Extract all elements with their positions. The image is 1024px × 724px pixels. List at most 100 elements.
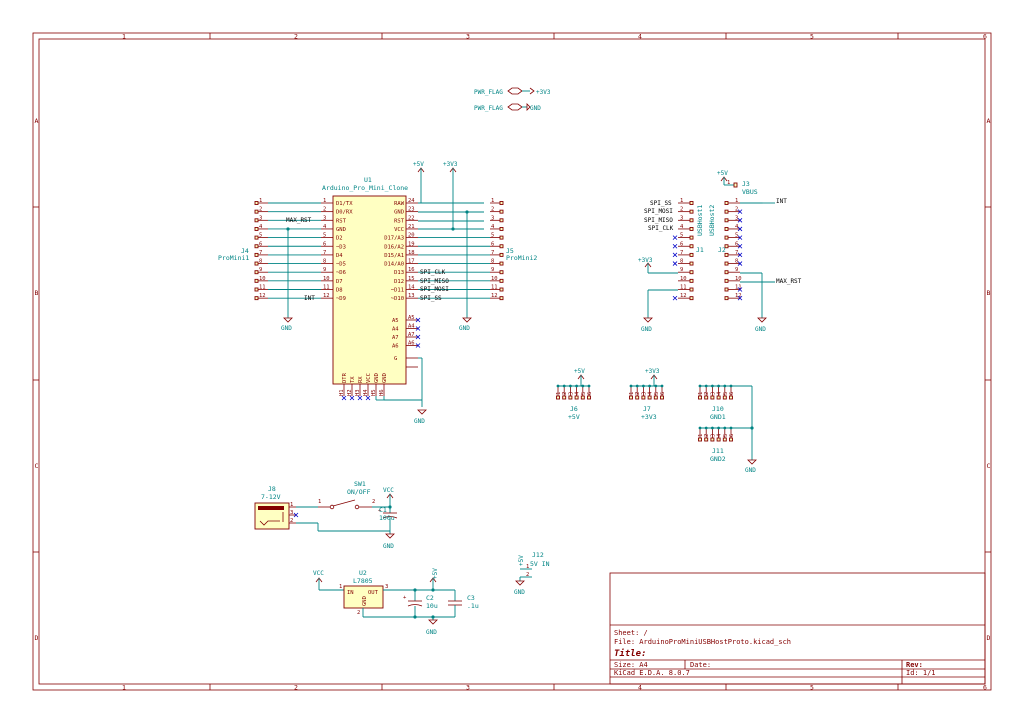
no-connect-icon: [357, 395, 363, 401]
gnd-icon: [417, 409, 427, 415]
connector-pin-symbol: [724, 270, 729, 275]
u1-right-pins: 24RAW23GND22RST21VCC20D17/A319D16/A218D1…: [384, 198, 418, 302]
connector-pin-symbol: [568, 395, 573, 400]
frame-col-label: 4: [638, 33, 642, 41]
u1-bottom-pin-name: GND: [374, 373, 380, 383]
power-arrow-icon: [529, 87, 535, 95]
j1-ref: J1: [696, 246, 704, 254]
header-pin-num: 6: [729, 434, 735, 437]
connector-pin-symbol: [689, 252, 694, 257]
gnd-label: GND: [426, 629, 437, 636]
u1-pin-name: D2: [336, 236, 343, 242]
u1-pin-name: D17/A3: [384, 236, 404, 242]
u1-pin-num: 14: [408, 285, 415, 291]
j2-value: USBHost2: [708, 205, 716, 236]
frame-col-label: 2: [294, 684, 298, 692]
frame-row-label: B: [35, 289, 39, 297]
connector-pin-symbol: [641, 395, 646, 400]
header-pin-num: 5: [723, 392, 729, 395]
gnd-label: GND: [459, 325, 470, 332]
frame-col-label: 4: [638, 684, 642, 692]
connector-pin-symbol: [689, 287, 694, 292]
j1-label-spi-mosi: SPI_MOSI: [644, 208, 673, 215]
net-label-int: INT: [304, 295, 315, 302]
c1-value: 100u: [379, 514, 395, 522]
connector-pin-symbol: [724, 235, 729, 240]
connector-pin-symbol: [724, 287, 729, 292]
connector-pin-symbol: [724, 244, 729, 249]
j12-ref: J12: [532, 551, 544, 559]
u1-analog-pin-name: A6: [392, 344, 399, 350]
power-label-5v: +5V: [717, 170, 728, 177]
sw1-pin2: 2: [372, 499, 375, 505]
u1-bottom-pin-num: H5: [371, 389, 377, 396]
net-label-spi-miso: SPI_MISO: [420, 278, 449, 285]
no-connect-icon: [415, 326, 421, 331]
connector-pin-num: 8: [680, 259, 683, 265]
j8-pin3: 3: [290, 510, 293, 516]
u1-pin-num: 2: [323, 207, 326, 213]
svg-text:+: +: [403, 595, 407, 601]
connector-pin-num: 5: [680, 233, 683, 239]
connector-pin-num: 1: [259, 198, 262, 204]
connector-pin-num: 3: [735, 215, 738, 221]
no-connect-icon: [737, 252, 743, 258]
connector-pin-symbol: [556, 395, 560, 400]
net-label-spi-mosi: SPI_MOSI: [420, 286, 449, 293]
j8-value: 7-12V: [261, 493, 281, 501]
connector-pin-num: 8: [491, 259, 494, 265]
u1-analog-pin-name: A5: [392, 318, 399, 324]
u1-pin-name: ~D6: [336, 270, 346, 276]
u1-pin-num: 15: [408, 276, 415, 282]
header-pin-num: 4: [648, 391, 654, 395]
sw1-ref: SW1: [354, 480, 366, 488]
frame-col-label: 1: [122, 33, 126, 41]
u1-pin-name: VCC: [394, 227, 404, 233]
connector-pin-symbol: [574, 395, 579, 400]
u1-pin-num: 8: [323, 259, 326, 265]
no-connect-icon: [737, 209, 743, 214]
connector-pin-num: 11: [259, 285, 266, 291]
connector-pin-symbol: [254, 209, 259, 214]
u1-pin-name: ~D11: [391, 288, 404, 294]
power-label-5v: +5V: [518, 555, 525, 566]
tb-date: Date:: [690, 661, 711, 669]
connector-pin-symbol: [254, 261, 259, 266]
frame-ticks: [33, 33, 991, 690]
connector-pin-num: 2: [680, 207, 683, 213]
connector-pin-symbol: [689, 244, 694, 249]
u1-pin-num: 23: [408, 207, 415, 213]
u1-bottom-pin-num: H2: [347, 389, 353, 396]
no-connect-icon: [341, 395, 347, 401]
no-connect-icon: [737, 226, 743, 232]
header-pin-num: 5: [723, 434, 729, 437]
connector-pin-symbol: [724, 252, 729, 257]
header-pin-num: 3: [710, 392, 716, 395]
pwr-flag-gnd: PWR_FLAG GND: [474, 103, 541, 112]
gnd-symbol-u1-right: GND: [459, 317, 472, 332]
u2-body: [343, 585, 384, 609]
sw1-value: ON/OFF: [347, 488, 371, 496]
u1-pin-num: 21: [408, 224, 415, 230]
connector-pin-symbol: [724, 296, 729, 301]
tb-tool: KiCad E.D.A. 8.0.7: [614, 669, 690, 677]
connector-pin-symbol: [499, 287, 504, 292]
connector-pin-symbol: [254, 244, 259, 249]
net-label-max-rst: MAX_RST: [286, 217, 312, 224]
u2-value: L7805: [353, 577, 373, 585]
no-connect-icon: [415, 343, 421, 348]
c3-value: .1u: [467, 602, 479, 610]
connector-pin-num: 5: [491, 233, 494, 239]
u1-pin-name: ~D10: [391, 296, 404, 302]
connector-pin-symbol: [629, 395, 633, 400]
u2-power-5v: +5V: [429, 568, 439, 592]
connector-pin-num: 12: [259, 293, 266, 299]
j7-power: +3V3: [645, 368, 660, 386]
connector-pin-num: 1: [491, 198, 494, 204]
title-block: Sheet: / File: ArduinoProMiniUSBHostProt…: [609, 572, 986, 685]
